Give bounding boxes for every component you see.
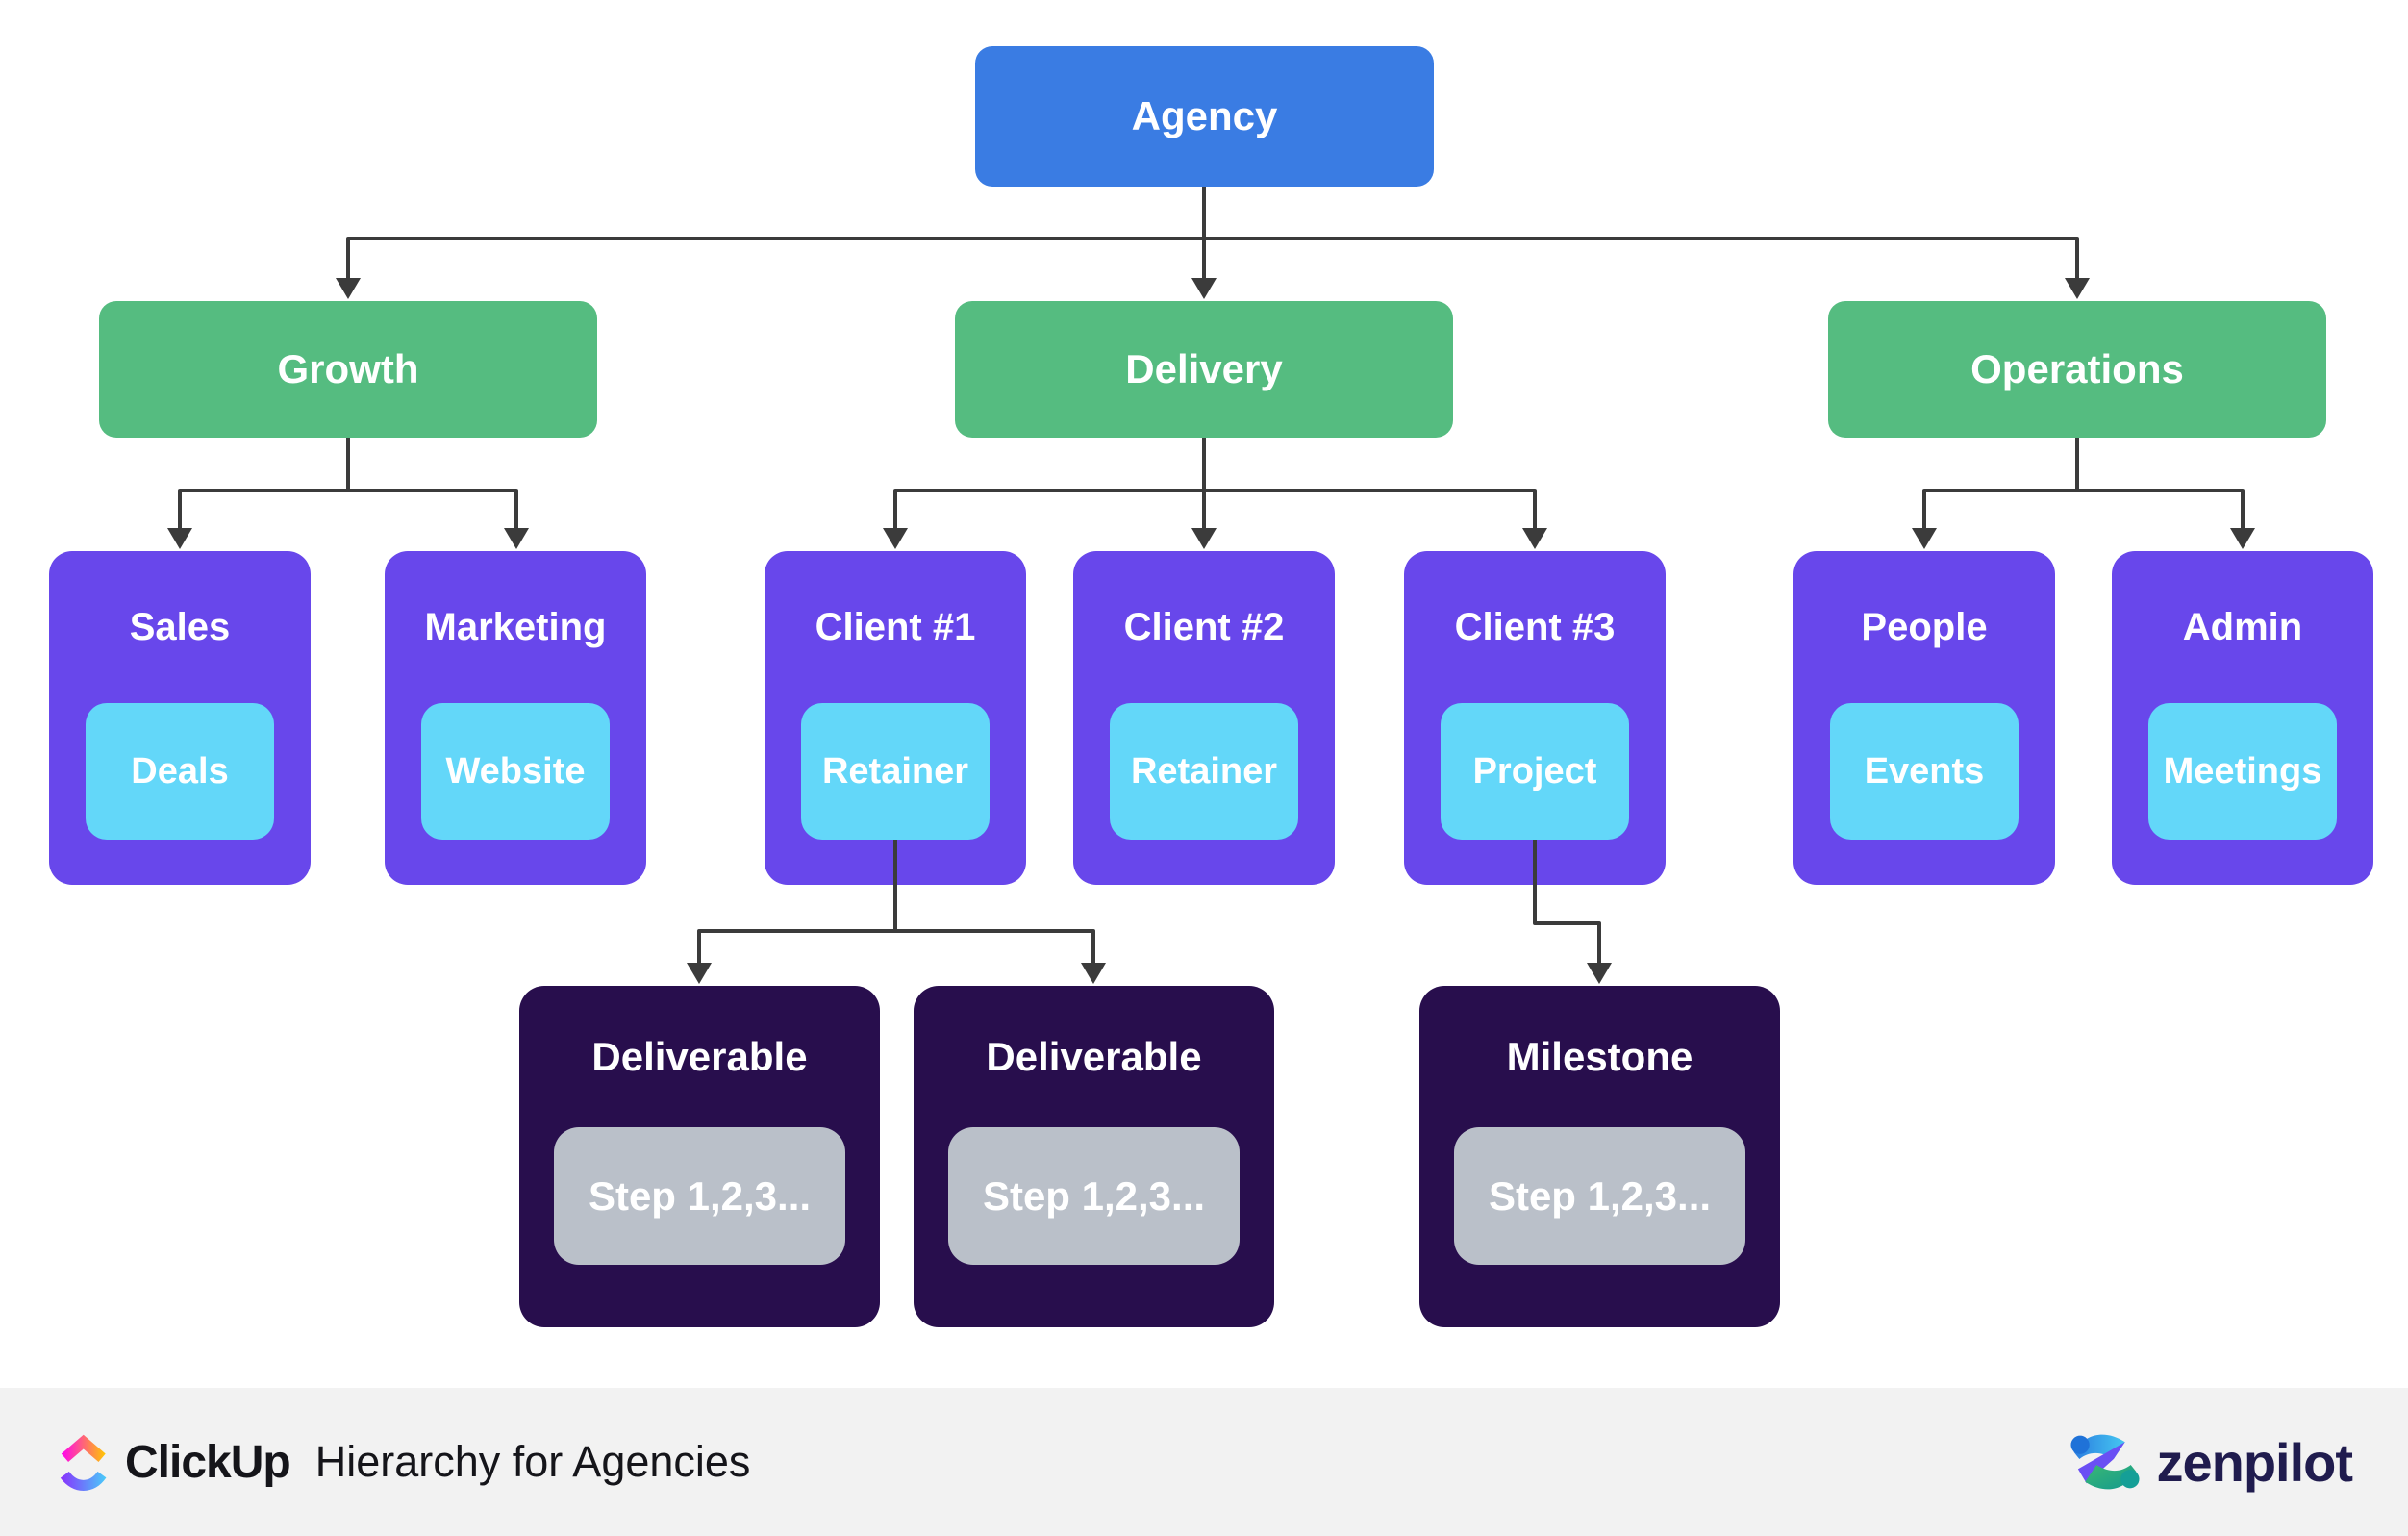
- footer-caption: Hierarchy for Agencies: [314, 1437, 751, 1486]
- arrowhead: [883, 528, 908, 549]
- node-delivery-label: Delivery: [1125, 346, 1283, 391]
- subnode-meetings-label: Meetings: [2163, 750, 2322, 792]
- node-people: People Events: [1793, 551, 2055, 885]
- node-operations: Operations: [1828, 301, 2326, 438]
- node-people-label: People: [1861, 605, 1988, 648]
- subnode-deals: Deals: [86, 703, 274, 840]
- arrowhead: [1912, 528, 1937, 549]
- node-growth-label: Growth: [277, 346, 419, 391]
- connector-agency-spread: [346, 237, 2079, 280]
- subnode-steps-1: Step 1,2,3...: [554, 1127, 845, 1265]
- arrowhead: [2230, 528, 2255, 549]
- arrowhead: [2065, 278, 2090, 299]
- node-milestone: Milestone Step 1,2,3...: [1419, 986, 1780, 1327]
- arrowhead: [1587, 963, 1612, 984]
- node-client-3: Client #3 Project: [1404, 551, 1666, 885]
- node-admin: Admin Meetings: [2112, 551, 2373, 885]
- node-agency: Agency: [975, 46, 1434, 187]
- node-client-2: Client #2 Retainer: [1073, 551, 1335, 885]
- node-sales: Sales Deals: [49, 551, 311, 885]
- connector-growth-spread: [178, 489, 518, 530]
- zenpilot-wordmark: zenpilot: [2156, 1431, 2353, 1493]
- subnode-meetings: Meetings: [2148, 703, 2337, 840]
- arrowhead: [1081, 963, 1106, 984]
- node-client-1: Client #1 Retainer: [765, 551, 1026, 885]
- zenpilot-logo: zenpilot: [2069, 1426, 2353, 1498]
- arrowhead: [1191, 278, 1217, 299]
- subnode-retainer-1: Retainer: [801, 703, 990, 840]
- subnode-website: Website: [421, 703, 610, 840]
- subnode-steps-1-label: Step 1,2,3...: [588, 1172, 812, 1219]
- zenpilot-logo-icon: [2069, 1426, 2141, 1498]
- node-marketing-label: Marketing: [424, 605, 607, 648]
- subnode-retainer-1-label: Retainer: [821, 750, 969, 792]
- node-marketing: Marketing Website: [385, 551, 646, 885]
- arrowhead: [336, 278, 361, 299]
- node-admin-label: Admin: [2182, 605, 2303, 648]
- connector-operations-spread: [1922, 489, 2245, 530]
- arrowhead: [687, 963, 712, 984]
- arrowhead: [504, 528, 529, 549]
- node-client-1-label: Client #1: [815, 605, 976, 648]
- node-client-2-label: Client #2: [1123, 605, 1285, 648]
- subnode-steps-2-label: Step 1,2,3...: [982, 1172, 1206, 1219]
- subnode-events: Events: [1830, 703, 2019, 840]
- subnode-steps-2: Step 1,2,3...: [948, 1127, 1240, 1265]
- node-growth: Growth: [99, 301, 597, 438]
- footer-bar: ClickUp Hierarchy for Agencies: [0, 1388, 2408, 1536]
- subnode-steps-3-label: Step 1,2,3...: [1488, 1172, 1712, 1219]
- node-milestone-label: Milestone: [1506, 1033, 1693, 1079]
- arrowhead: [1191, 528, 1217, 549]
- clickup-logo-icon: [56, 1431, 112, 1493]
- subnode-deals-label: Deals: [131, 750, 229, 792]
- node-delivery: Delivery: [955, 301, 1453, 438]
- node-deliverable-2: Deliverable Step 1,2,3...: [914, 986, 1274, 1327]
- node-deliverable-1-label: Deliverable: [591, 1033, 808, 1079]
- subnode-retainer-2-label: Retainer: [1130, 750, 1278, 792]
- node-sales-label: Sales: [129, 605, 231, 648]
- subnode-retainer-2: Retainer: [1110, 703, 1298, 840]
- connector-delivery-spread: [893, 489, 1537, 530]
- node-deliverable-2-label: Deliverable: [986, 1033, 1202, 1079]
- arrowhead: [1522, 528, 1547, 549]
- node-operations-label: Operations: [1970, 346, 2184, 391]
- connector-retainer-spread: [697, 929, 1095, 965]
- clickup-wordmark: ClickUp: [125, 1436, 291, 1488]
- subnode-website-label: Website: [445, 750, 586, 792]
- subnode-project-label: Project: [1472, 750, 1597, 792]
- subnode-events-label: Events: [1864, 750, 1985, 792]
- node-agency-label: Agency: [1131, 93, 1278, 138]
- arrowhead: [167, 528, 192, 549]
- node-client-3-label: Client #3: [1454, 605, 1616, 648]
- subnode-project: Project: [1441, 703, 1629, 840]
- node-deliverable-1: Deliverable Step 1,2,3...: [519, 986, 880, 1327]
- subnode-steps-3: Step 1,2,3...: [1454, 1127, 1745, 1265]
